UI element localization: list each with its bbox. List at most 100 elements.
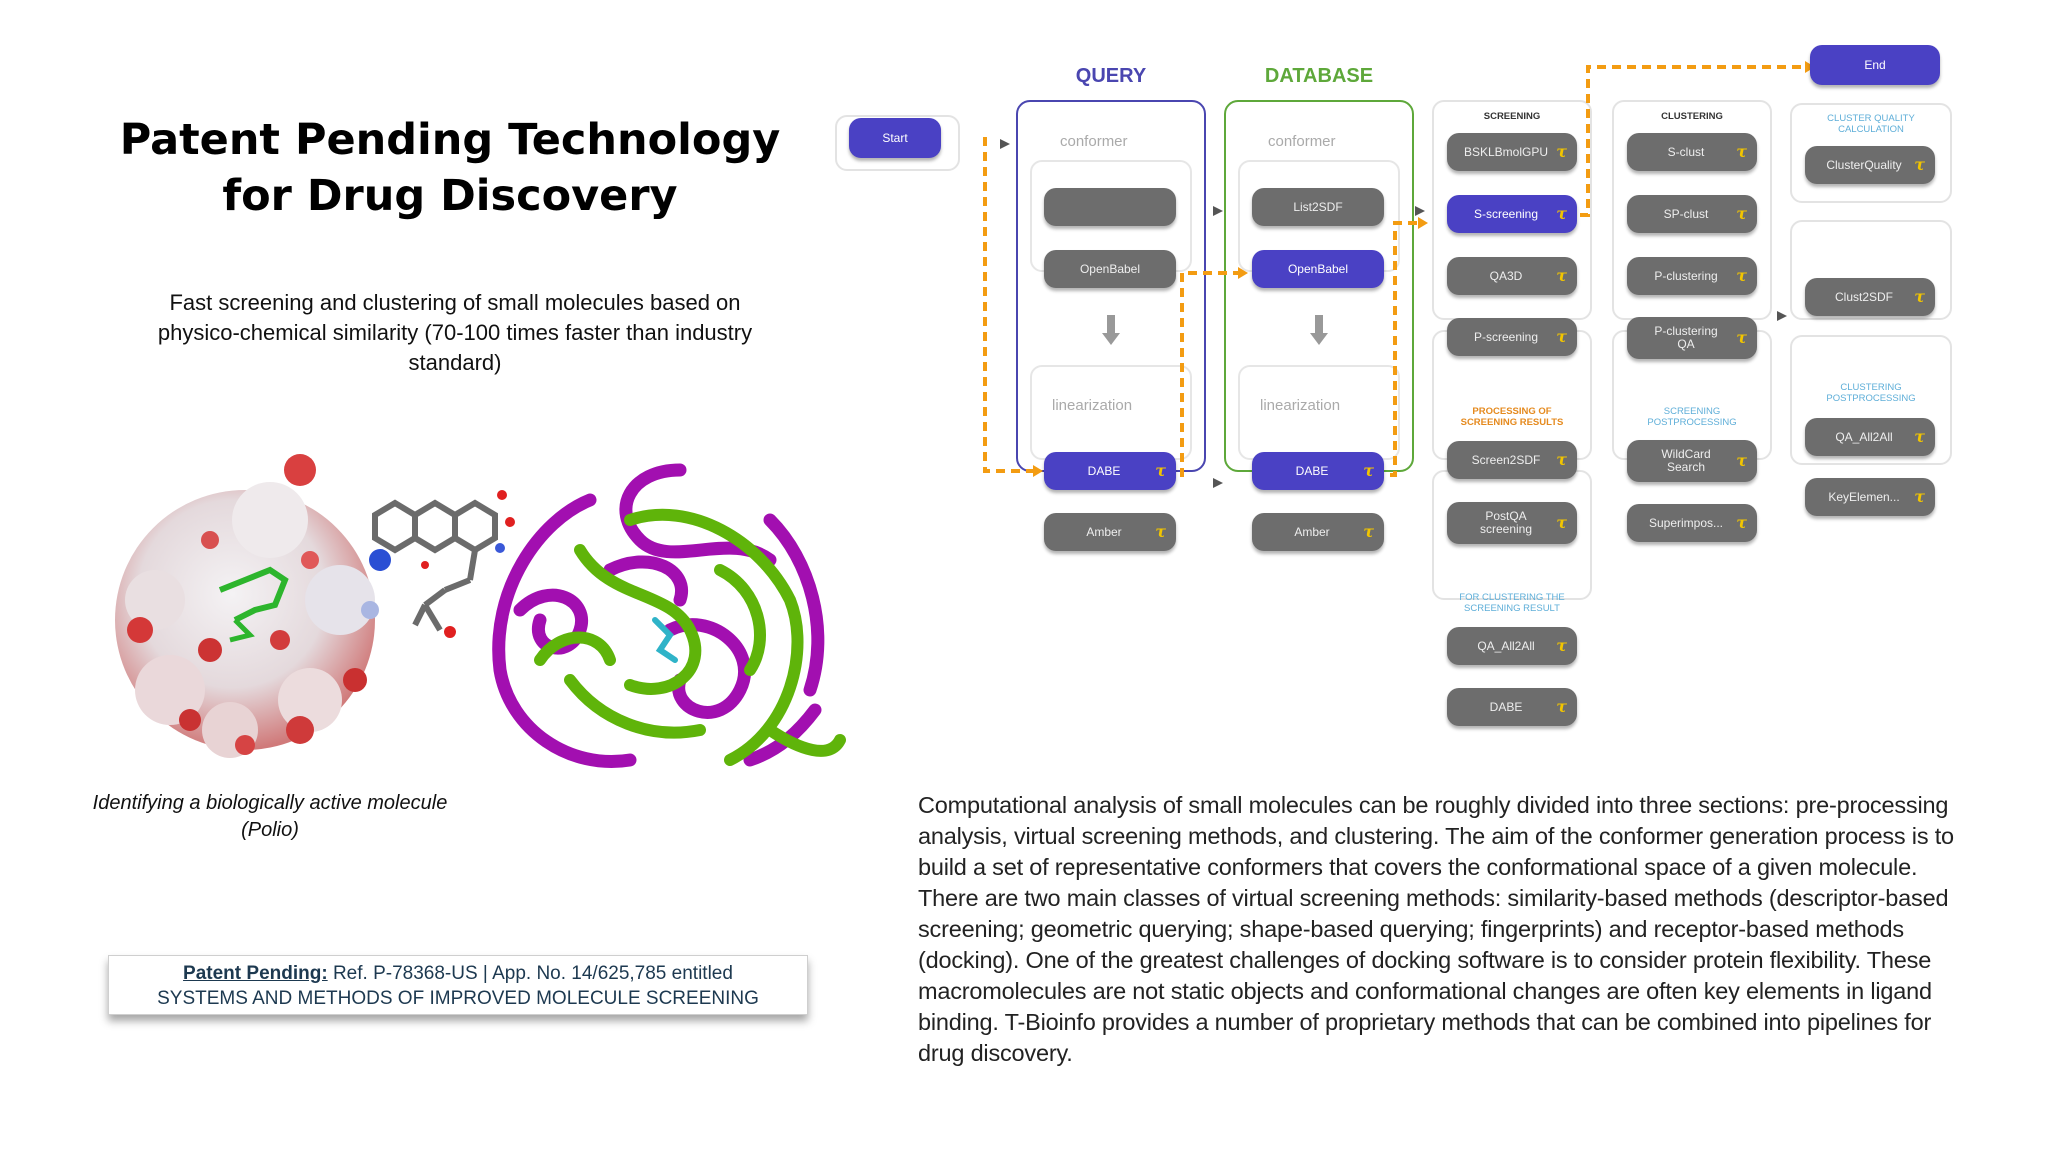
clustering-post-qa-all2all-label: QA_All2All <box>1835 429 1893 444</box>
database-linearization-label: linearization <box>1260 397 1341 414</box>
for-clustering-dabe-node[interactable]: DABE τ <box>1447 688 1577 726</box>
tau-icon: τ <box>1556 697 1567 717</box>
database-header: DATABASE <box>1264 65 1374 87</box>
patent-system-title: SYSTEMS AND METHODS OF IMPROVED MOLECULE… <box>157 988 759 1009</box>
ligand-molecule-image <box>372 499 498 632</box>
query-dabe-label: DABE <box>1087 463 1121 478</box>
query-conformer-label: conformer <box>1060 133 1128 150</box>
cluster-quality-header: CLUSTER QUALITY CALCULATION <box>1790 113 1952 135</box>
tau-icon: τ <box>1914 155 1925 175</box>
atom-red-4 <box>421 561 429 569</box>
image-caption: Identifying a biologically active molecu… <box>60 790 480 844</box>
tau-icon: τ <box>1556 204 1567 224</box>
tau-icon: τ <box>1914 487 1925 507</box>
tau-icon: τ <box>1363 522 1374 542</box>
clusterquality-node[interactable]: ClusterQuality τ <box>1805 146 1935 184</box>
p-clustering-label: P-clustering <box>1654 268 1718 283</box>
database-dabe-node[interactable]: DABE τ <box>1252 452 1384 490</box>
for-clustering-dabe-label: DABE <box>1489 699 1523 714</box>
patent-ref: Ref. P-78368-US | App. No. 14/625,785 en… <box>327 963 733 984</box>
tau-icon: τ <box>1736 328 1747 348</box>
database-dabe-label: DABE <box>1295 463 1329 478</box>
p-clustering-qa-node[interactable]: P-clustering QA τ <box>1627 317 1757 359</box>
qa3d-node[interactable]: QA3D τ <box>1447 257 1577 295</box>
s-screening-label: S-screening <box>1473 206 1539 221</box>
clustering-post-qa-all2all-node[interactable]: QA_All2All τ <box>1805 418 1935 456</box>
caption-line-1: Identifying a biologically active molecu… <box>92 792 448 814</box>
postqa-screening-label: PostQA screening <box>1479 509 1533 536</box>
screening-header: SCREENING <box>1483 111 1541 122</box>
title-line-2: for Drug Discovery <box>222 171 678 221</box>
tau-icon: τ <box>1914 427 1925 447</box>
tau-icon: τ <box>1736 266 1747 286</box>
flow-dabe-to-screening <box>1390 221 1418 477</box>
database-openbabel-node[interactable]: OpenBabel <box>1252 250 1384 288</box>
database-amber-label: Amber <box>1294 524 1330 539</box>
query-header: QUERY <box>1075 65 1147 87</box>
page-title: Patent Pending Technology for Drug Disco… <box>100 112 800 224</box>
start-node[interactable]: Start <box>849 118 941 158</box>
database-amber-node[interactable]: Amber τ <box>1252 513 1384 551</box>
clusterquality-label: ClusterQuality <box>1826 157 1902 172</box>
superimpos-node[interactable]: Superimpos...τ <box>1627 504 1757 542</box>
flow-start-to-dabe <box>983 137 1033 473</box>
for-clustering-header-line-2: SCREENING RESULT <box>1464 603 1560 614</box>
protein-surface-image <box>115 454 391 758</box>
sp-clust-node[interactable]: SP-clust τ <box>1627 195 1757 233</box>
for-clustering-header: FOR CLUSTERING THE SCREENING RESULT <box>1432 592 1592 614</box>
wildcard-search-node[interactable]: WildCard Search τ <box>1627 440 1757 482</box>
screening-postprocessing-header: SCREENING POSTPROCESSING <box>1612 406 1772 428</box>
screen2sdf-label: Screen2SDF <box>1471 452 1541 467</box>
clustering-postprocessing-header-line-1: CLUSTERING <box>1840 382 1902 393</box>
s-clust-label: S-clust <box>1667 144 1705 159</box>
superimpos-label: Superimpos... <box>1648 515 1724 530</box>
end-node[interactable]: End <box>1810 45 1940 85</box>
query-dabe-node[interactable]: DABE τ <box>1044 452 1176 490</box>
screening-postprocessing-header-line-1: SCREENING <box>1663 406 1721 417</box>
processing-header: PROCESSING OF SCREENING RESULTS <box>1432 406 1592 428</box>
flow-connectors <box>983 61 1815 488</box>
caption-line-2: (Polio) <box>241 819 299 841</box>
query-openbabel-node[interactable]: OpenBabel <box>1044 250 1176 288</box>
subtitle: Fast screening and clustering of small m… <box>157 290 753 375</box>
p-clustering-node[interactable]: P-clustering τ <box>1627 257 1757 295</box>
tau-icon: τ <box>1556 142 1567 162</box>
cluster-quality-header-line-2: CALCULATION <box>1838 124 1904 135</box>
tau-icon: τ <box>1363 461 1374 481</box>
tau-icon: τ <box>1155 461 1166 481</box>
s-screening-node[interactable]: S-screening τ <box>1447 195 1577 233</box>
keyelemen-node[interactable]: KeyElemen...τ <box>1805 478 1935 516</box>
atom-blue-1 <box>495 543 505 553</box>
molecule-illustration <box>115 454 846 768</box>
qa3d-label: QA3D <box>1489 268 1523 283</box>
query-linearization-label: linearization <box>1052 397 1133 414</box>
p-clustering-qa-label: P-clustering QA <box>1654 324 1718 351</box>
tau-icon: τ <box>1736 451 1747 471</box>
tau-icon: τ <box>1556 266 1567 286</box>
wildcard-search-label: WildCard Search <box>1661 447 1711 474</box>
cluster-quality-header-line-1: CLUSTER QUALITY <box>1827 113 1915 124</box>
patent-pending-label: Patent Pending: <box>183 963 328 984</box>
database-list2sdf-node[interactable]: List2SDF <box>1252 188 1384 226</box>
tau-icon: τ <box>1556 636 1567 656</box>
description-paragraph: Computational analysis of small molecule… <box>918 792 1954 1066</box>
atom-red-2 <box>497 490 507 500</box>
query-blank-node[interactable] <box>1044 188 1176 226</box>
tau-icon: τ <box>1736 204 1747 224</box>
database-conformer-label: conformer <box>1268 133 1336 150</box>
screening-postprocessing-header-line-2: POSTPROCESSING <box>1647 417 1737 428</box>
patent-notice: Patent Pending: Ref. P-78368-US | App. N… <box>108 955 808 1015</box>
clustering-postprocessing-header: CLUSTERING POSTPROCESSING <box>1790 382 1952 404</box>
sp-clust-label: SP-clust <box>1663 206 1709 221</box>
query-amber-label: Amber <box>1086 524 1122 539</box>
workflow-diagram: Start End QUERY conformer OpenBabel line… <box>830 35 1960 755</box>
tau-icon: τ <box>1914 287 1925 307</box>
